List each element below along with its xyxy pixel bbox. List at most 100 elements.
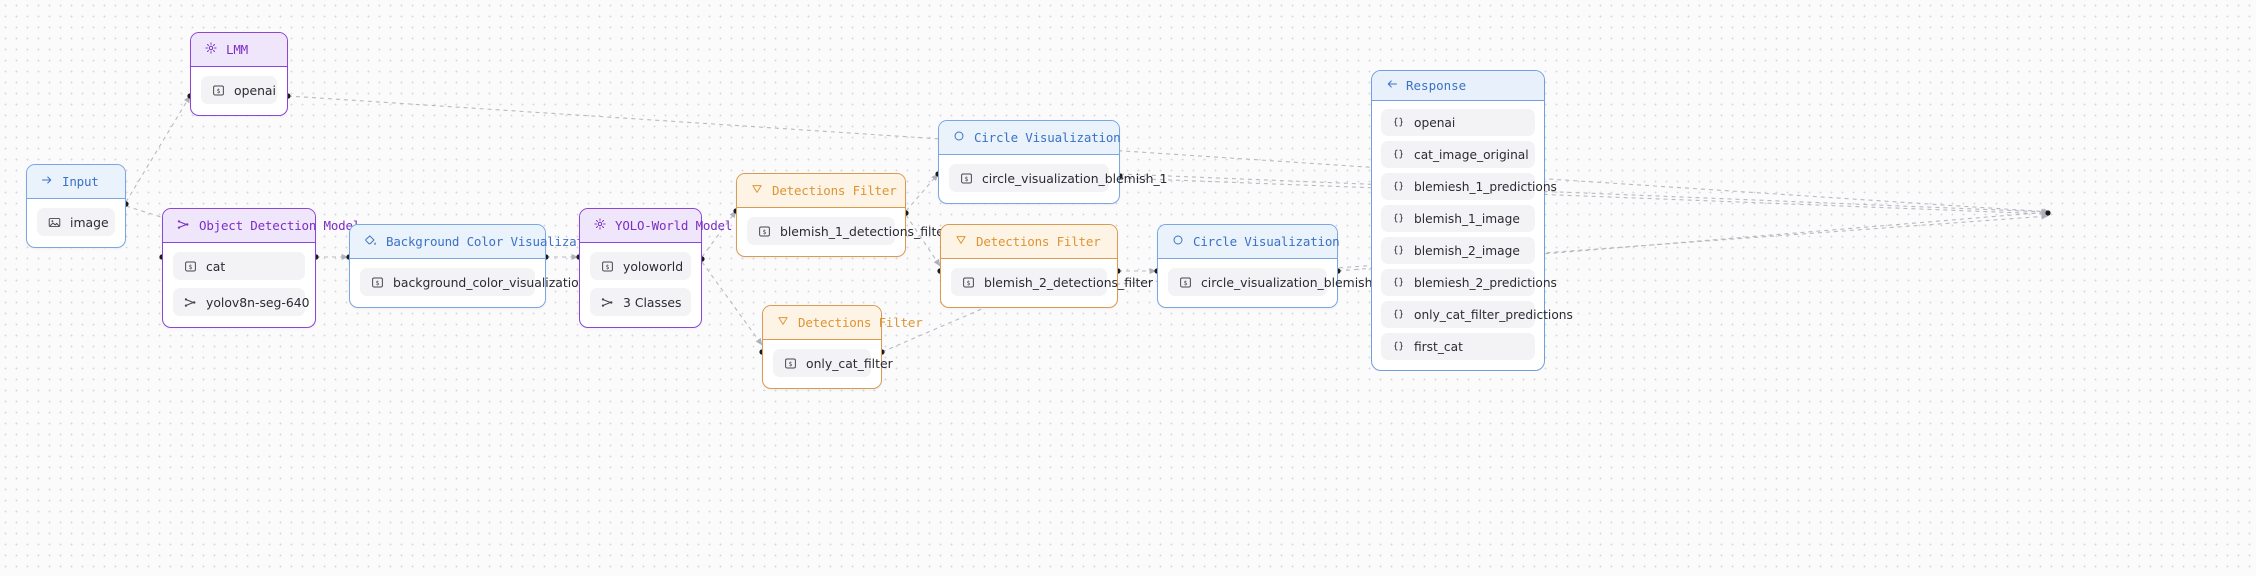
node-circle-visualization-1-body: $ circle_visualization_blemish_1 (939, 155, 1168, 203)
response-item-label: only_cat_filter_predictions (1414, 307, 1573, 322)
field-blemish-1-detections-filter[interactable]: $ blemish_1_detections_filter (747, 217, 949, 245)
filter-funnel-icon (955, 234, 967, 249)
svg-text:$: $ (965, 175, 969, 183)
field-image[interactable]: image (37, 208, 115, 236)
node-circle-visualization-2-title: Circle Visualization (1193, 234, 1340, 249)
field-yoloworld[interactable]: $ yoloworld (590, 252, 691, 280)
braces-icon (1392, 148, 1405, 161)
nodes-graph-icon (184, 296, 197, 309)
node-detections-filter-3-header: Detections Filter (763, 306, 923, 340)
model-badge-icon: $ (1179, 276, 1192, 289)
nodes-graph-icon (177, 218, 190, 234)
field-classes-label: 3 Classes (623, 294, 682, 310)
node-yolo-world-model-title: YOLO-World Model (615, 218, 733, 233)
model-badge-icon: $ (212, 84, 225, 97)
nodes-graph-icon (601, 296, 614, 309)
response-item[interactable]: openai (1381, 109, 1535, 136)
node-lmm-title: LMM (226, 42, 248, 57)
model-badge-icon: $ (784, 357, 797, 370)
node-yolo-world-model[interactable]: YOLO-World Model $ yoloworld 3 Classes (579, 208, 732, 328)
braces-icon (1392, 244, 1405, 257)
braces-icon (1392, 116, 1405, 129)
svg-text:$: $ (189, 263, 193, 271)
node-detections-filter-1-header: Detections Filter (737, 174, 905, 208)
node-lmm-body: $ openai (191, 67, 287, 115)
node-detections-filter-2-body: $ blemish_2_detections_filter (941, 259, 1153, 307)
field-circle-visualization-blemish-1[interactable]: $ circle_visualization_blemish_1 (949, 164, 1168, 192)
gear-icon (594, 218, 606, 233)
field-classes[interactable]: 3 Classes (590, 288, 691, 316)
node-detections-filter-3[interactable]: Detections Filter $ only_cat_filter (762, 305, 923, 389)
braces-icon (1392, 340, 1405, 353)
svg-text:$: $ (789, 360, 793, 368)
node-input-header: Input (27, 165, 125, 199)
paint-bucket-icon (364, 234, 377, 250)
field-yoloworld-label: yoloworld (623, 258, 684, 274)
filter-funnel-icon (751, 183, 763, 198)
circle-outline-icon (1172, 234, 1184, 249)
response-item[interactable]: blemiesh_2_predictions (1381, 269, 1557, 296)
node-object-detection-model-body: $ cat yolov8n-seg-640 (163, 243, 315, 327)
node-input-title: Input (62, 174, 99, 189)
field-blemish-2-detections-filter-label: blemish_2_detections_filter (984, 274, 1154, 290)
field-background-color-visualization[interactable]: $ background_color_visualization (360, 268, 587, 296)
svg-text:$: $ (1184, 279, 1188, 287)
arrow-right-icon (41, 174, 53, 189)
response-item-label: blemish_1_image (1414, 211, 1520, 226)
svg-text:$: $ (606, 263, 610, 271)
model-badge-icon: $ (601, 260, 614, 273)
response-item-label: openai (1414, 115, 1456, 130)
response-panel[interactable]: Response openai cat_image_original blemi… (1371, 70, 1573, 371)
model-badge-icon: $ (371, 276, 384, 289)
response-panel-body: openai cat_image_original blemiesh_1_pre… (1372, 101, 1573, 370)
field-circle-visualization-blemish-2-label: circle_visualization_blemish_2 (1201, 274, 1387, 290)
node-lmm[interactable]: LMM $ openai (190, 32, 288, 116)
node-circle-visualization-1-title: Circle Visualization (974, 130, 1121, 145)
node-background-color-visualization-header: Background Color Visualization (350, 225, 606, 259)
model-badge-icon: $ (960, 172, 973, 185)
node-circle-visualization-1-header: Circle Visualization (939, 121, 1121, 155)
node-detections-filter-2-header: Detections Filter (941, 225, 1117, 259)
field-only-cat-filter[interactable]: $ only_cat_filter (773, 349, 893, 377)
field-circle-visualization-blemish-2[interactable]: $ circle_visualization_blemish_2 (1168, 268, 1387, 296)
node-detections-filter-1-body: $ blemish_1_detections_filter (737, 208, 949, 256)
response-item-label: cat_image_original (1414, 147, 1529, 162)
response-item[interactable]: blemish_1_image (1381, 205, 1535, 232)
field-blemish-2-detections-filter[interactable]: $ blemish_2_detections_filter (951, 268, 1153, 296)
node-object-detection-model[interactable]: Object Detection Model $ cat yolov8n-seg… (162, 208, 360, 328)
svg-text:$: $ (217, 87, 221, 95)
response-item[interactable]: first_cat (1381, 333, 1535, 360)
model-badge-icon: $ (184, 260, 197, 273)
model-badge-icon: $ (962, 276, 975, 289)
field-blemish-1-detections-filter-label: blemish_1_detections_filter (780, 223, 950, 239)
node-circle-visualization-1[interactable]: Circle Visualization $ circle_visualizat… (938, 120, 1168, 204)
field-background-color-visualization-label: background_color_visualization (393, 274, 587, 290)
response-panel-title: Response (1406, 78, 1467, 93)
field-yolov8n-label: yolov8n-seg-640 (206, 294, 310, 310)
node-lmm-header: LMM (191, 33, 287, 67)
response-item-label: blemiesh_1_predictions (1414, 179, 1557, 194)
response-item[interactable]: blemish_2_image (1381, 237, 1535, 264)
response-item[interactable]: cat_image_original (1381, 141, 1535, 168)
braces-icon (1392, 276, 1405, 289)
response-item[interactable]: blemiesh_1_predictions (1381, 173, 1557, 200)
node-circle-visualization-2-body: $ circle_visualization_blemish_2 (1158, 259, 1387, 307)
node-detections-filter-3-body: $ only_cat_filter (763, 340, 893, 388)
node-circle-visualization-2[interactable]: Circle Visualization $ circle_visualizat… (1157, 224, 1387, 308)
response-panel-header: Response (1372, 71, 1544, 101)
svg-text:$: $ (763, 228, 767, 236)
field-openai[interactable]: $ openai (201, 76, 277, 104)
node-input[interactable]: Input image (26, 164, 126, 248)
circle-outline-icon (953, 130, 965, 145)
node-circle-visualization-2-header: Circle Visualization (1158, 225, 1340, 259)
node-detections-filter-1[interactable]: Detections Filter $ blemish_1_detections… (736, 173, 949, 257)
node-background-color-visualization[interactable]: Background Color Visualization $ backgro… (349, 224, 606, 308)
field-yolov8n[interactable]: yolov8n-seg-640 (173, 288, 310, 316)
field-cat[interactable]: $ cat (173, 252, 305, 280)
node-detections-filter-2-title: Detections Filter (976, 234, 1101, 249)
node-detections-filter-1-title: Detections Filter (772, 183, 897, 198)
node-detections-filter-2[interactable]: Detections Filter $ blemish_2_detections… (940, 224, 1153, 308)
response-item[interactable]: only_cat_filter_predictions (1381, 301, 1573, 328)
field-only-cat-filter-label: only_cat_filter (806, 355, 893, 371)
